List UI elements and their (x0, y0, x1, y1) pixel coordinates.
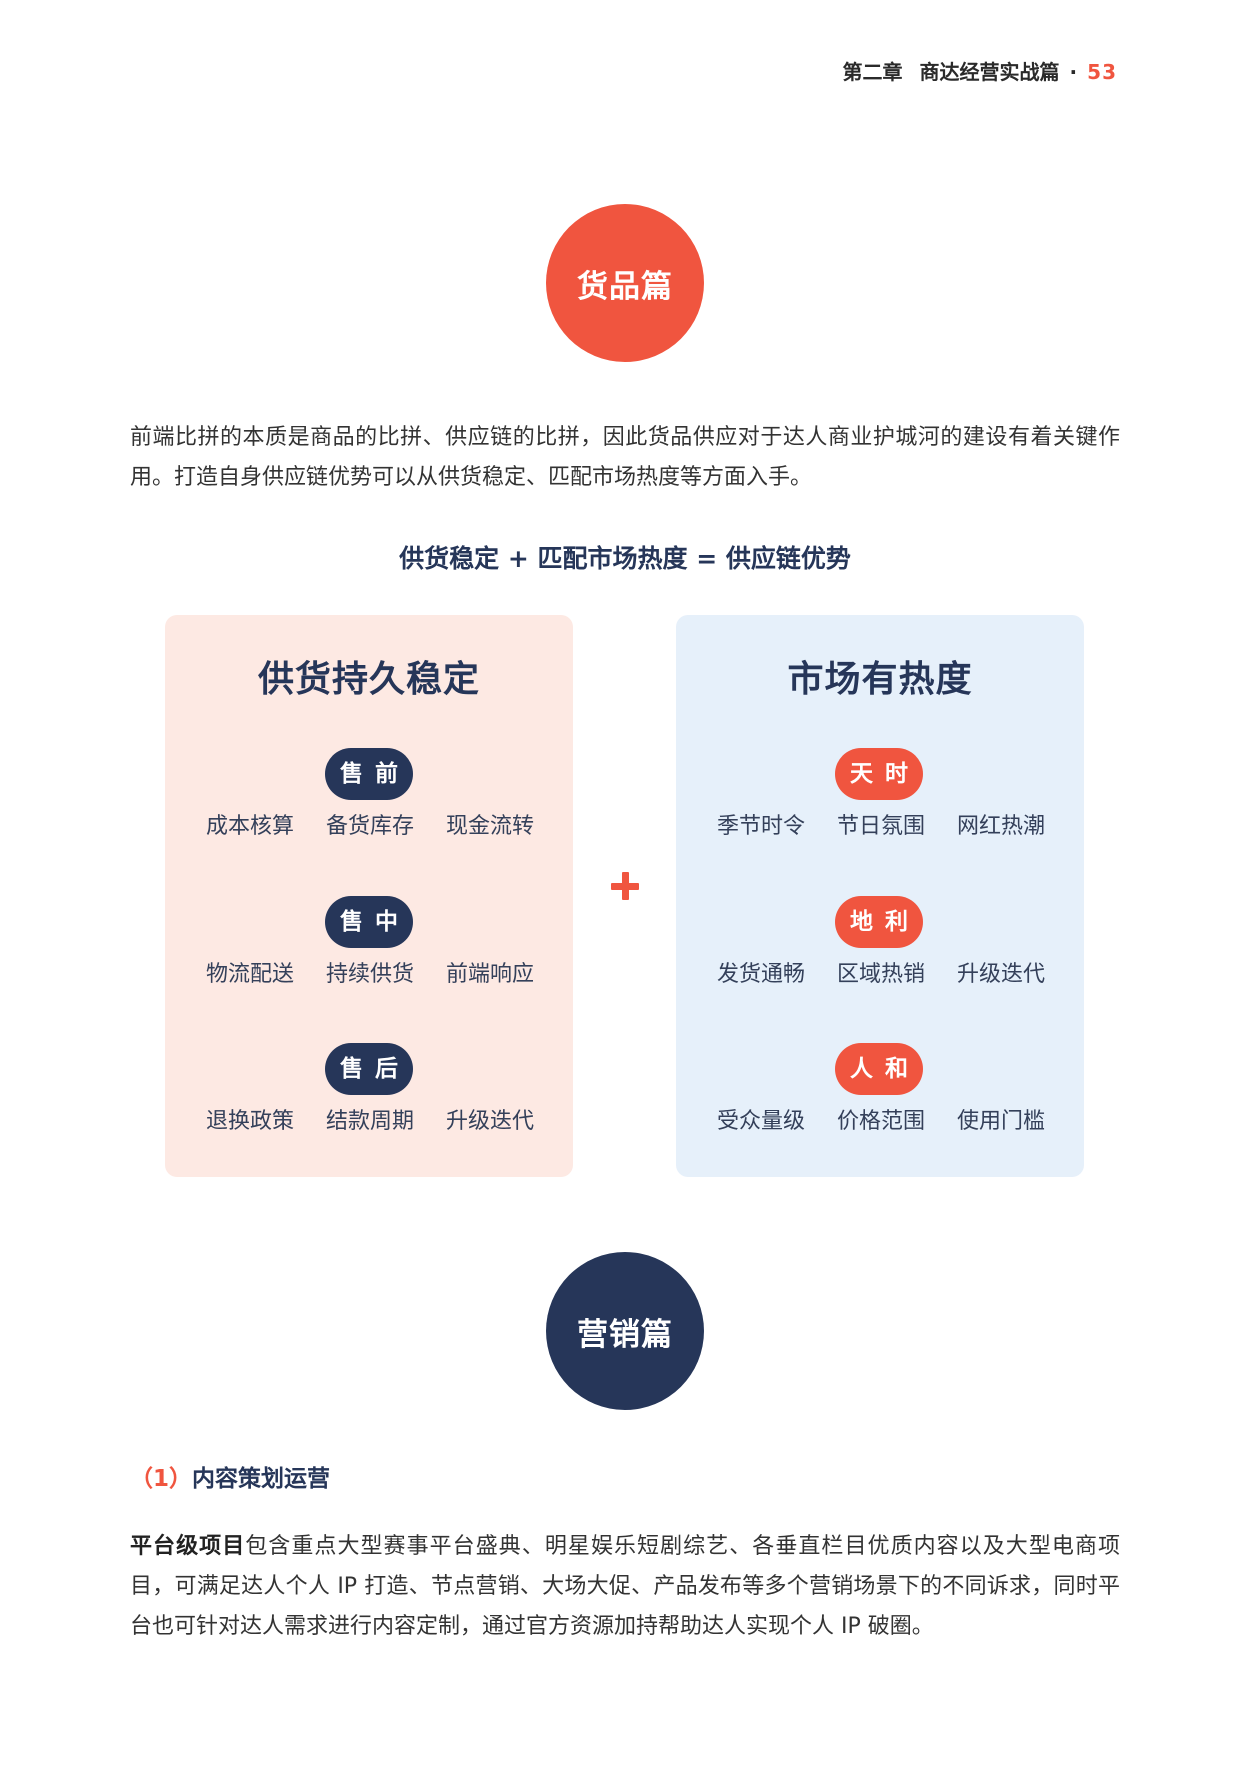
platform-projects-paragraph: 平台级项目包含重点大型赛事平台盛典、明星娱乐短剧综艺、各垂直栏目优质内容以及大型… (130, 1527, 1120, 1647)
market-group-label: 地 利 (835, 896, 923, 948)
market-group-label: 天 时 (835, 748, 923, 800)
supply-group-insale: 售 中 物流配送 持续供货 前端响应 (165, 896, 573, 996)
market-group-items: 季节时令 节日氛围 网红热潮 (701, 812, 1061, 842)
chapter-label: 第二章 (842, 60, 903, 84)
marketing-section-badge-label: 营销篇 (577, 1316, 673, 1353)
supply-chain-formula: 供货稳定 + 匹配市场热度 = 供应链优势 (399, 544, 851, 573)
supply-stability-card: 供货持久稳定 售 前 成本核算 备货库存 现金流转 售 中 物流配送 持续供货 … (165, 615, 573, 1177)
list-item: 退换政策 (205, 1109, 294, 1134)
heading-number: （1） (130, 1466, 193, 1492)
list-item: 发货通畅 (716, 962, 805, 987)
list-item: 升级迭代 (445, 1109, 534, 1134)
supply-group-label: 售 中 (325, 896, 413, 948)
marketing-section-badge: 营销篇 (546, 1252, 704, 1410)
header-separator: · (1069, 60, 1078, 84)
supply-group-label: 售 后 (325, 1043, 413, 1095)
market-heat-card: 市场有热度 天 时 季节时令 节日氛围 网红热潮 地 利 发货通畅 区域热销 升… (676, 615, 1084, 1177)
supply-group-label: 售 前 (325, 748, 413, 800)
list-item: 节日氛围 (836, 814, 925, 839)
supply-group-presale: 售 前 成本核算 备货库存 现金流转 (165, 748, 573, 848)
goods-section-badge: 货品篇 (546, 204, 704, 362)
content-planning-heading: （1）内容策划运营 (130, 1463, 330, 1495)
list-item: 网红热潮 (956, 814, 1045, 839)
list-item: 备货库存 (325, 814, 414, 839)
market-group-label: 人 和 (835, 1043, 923, 1095)
heading-title: 内容策划运营 (192, 1466, 331, 1492)
plus-icon (611, 872, 639, 900)
page-number: 53 (1087, 60, 1117, 84)
list-item: 结款周期 (325, 1109, 414, 1134)
list-item: 物流配送 (205, 962, 294, 987)
market-group-items: 受众量级 价格范围 使用门槛 (701, 1107, 1061, 1137)
market-group-location: 地 利 发货通畅 区域热销 升级迭代 (676, 896, 1084, 996)
list-item: 区域热销 (836, 962, 925, 987)
market-group-items: 发货通畅 区域热销 升级迭代 (701, 960, 1061, 990)
supply-group-items: 成本核算 备货库存 现金流转 (190, 812, 550, 842)
supply-group-items: 物流配送 持续供货 前端响应 (190, 960, 550, 990)
list-item: 使用门槛 (956, 1109, 1045, 1134)
list-item: 季节时令 (716, 814, 805, 839)
market-card-title: 市场有热度 (787, 659, 973, 700)
paragraph-lead-term: 平台级项目 (130, 1534, 246, 1559)
list-item: 现金流转 (445, 814, 534, 839)
list-item: 持续供货 (325, 962, 414, 987)
supply-card-title: 供货持久稳定 (257, 659, 480, 700)
goods-intro-paragraph: 前端比拼的本质是商品的比拼、供应链的比拼，因此货品供应对于达人商业护城河的建设有… (130, 425, 1120, 490)
list-item: 价格范围 (836, 1109, 925, 1134)
running-header: 第二章 商达经营实战篇 · 53 (843, 60, 1117, 84)
supply-group-items: 退换政策 结款周期 升级迭代 (190, 1107, 550, 1137)
list-item: 成本核算 (205, 814, 294, 839)
goods-section-badge-label: 货品篇 (577, 268, 673, 305)
list-item: 升级迭代 (956, 962, 1045, 987)
market-group-people: 人 和 受众量级 价格范围 使用门槛 (676, 1043, 1084, 1143)
supply-group-aftersale: 售 后 退换政策 结款周期 升级迭代 (165, 1043, 573, 1143)
chapter-title: 商达经营实战篇 (919, 60, 1060, 84)
list-item: 前端响应 (445, 962, 534, 987)
market-group-timing: 天 时 季节时令 节日氛围 网红热潮 (676, 748, 1084, 848)
paragraph-body: 包含重点大型赛事平台盛典、明星娱乐短剧综艺、各垂直栏目优质内容以及大型电商项目，… (130, 1534, 1120, 1639)
list-item: 受众量级 (716, 1109, 805, 1134)
